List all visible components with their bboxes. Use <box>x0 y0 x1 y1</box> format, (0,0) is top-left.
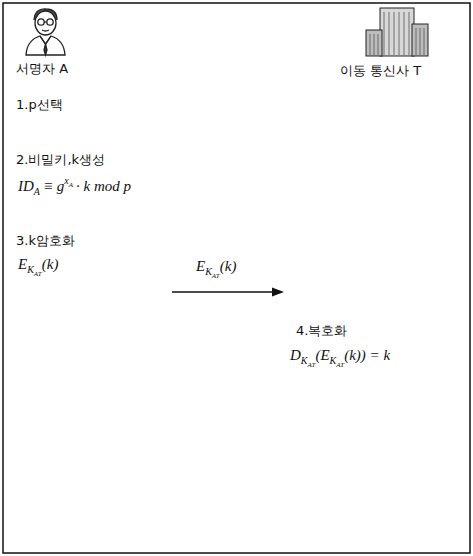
person-head <box>35 11 56 35</box>
building-wing <box>412 24 428 56</box>
math-text: ID <box>18 179 34 194</box>
math-text: K <box>330 356 337 366</box>
building-tower <box>380 8 414 56</box>
step-label: 4.복호화 <box>296 322 347 338</box>
math-text: A <box>34 187 40 197</box>
person-glasses <box>38 19 44 25</box>
formula-line: EKAT(k) <box>18 256 58 278</box>
math-text: (E <box>315 348 329 363</box>
building-icon <box>366 8 428 56</box>
math-text: AT <box>308 362 316 369</box>
math-text: E <box>18 257 27 272</box>
panel-frame <box>3 3 470 553</box>
math-text: x <box>64 176 68 186</box>
arrow-head <box>272 288 284 297</box>
formula-line: DKAT(EKAT(k)) = k <box>290 347 390 369</box>
step-label: 2.비밀키,k생성 <box>16 151 105 167</box>
person-mouth <box>42 30 49 31</box>
math-text: K <box>205 267 212 277</box>
person-suit <box>26 36 65 55</box>
math-text: AT <box>212 273 220 280</box>
person-icon <box>26 9 65 55</box>
arrow-shaft <box>172 291 276 292</box>
building-windows <box>370 12 424 55</box>
label-text: 서명자 A <box>16 62 68 75</box>
label-text: 1.p선택 <box>16 98 63 111</box>
math-text: A <box>69 182 73 189</box>
label-text: 이동 통신사 T <box>340 64 421 77</box>
math-text: (k)) = k <box>344 348 390 363</box>
math-text: (k) <box>42 257 59 272</box>
arrow-label: EKAT(k) <box>196 258 236 280</box>
math-text: ≡ g <box>43 179 64 194</box>
label-text: 4.복호화 <box>296 324 347 337</box>
math-text: AT <box>34 271 42 278</box>
formula-line: IDA≡ gxA· k mod p <box>18 176 131 197</box>
math-text: AT <box>336 362 344 369</box>
participant-label: 이동 통신사 T <box>340 62 421 78</box>
person-tie <box>44 44 47 55</box>
math-text: · k mod p <box>76 179 131 194</box>
math-text: E <box>196 259 205 274</box>
step-label: 3.k암호화 <box>16 232 75 248</box>
person-glasses <box>47 19 53 25</box>
math-text: K <box>27 265 34 275</box>
math-text: K <box>301 356 308 366</box>
person-glasses-bridge <box>44 21 47 22</box>
label-text: 3.k암호화 <box>16 234 75 247</box>
math-text: (k) <box>220 259 237 274</box>
step-label: 1.p선택 <box>16 96 63 112</box>
participant-label: 서명자 A <box>16 60 68 76</box>
building-wing <box>366 30 382 56</box>
label-text: 2.비밀키,k생성 <box>16 153 105 166</box>
message-arrow <box>172 288 284 297</box>
math-text: D <box>290 348 301 363</box>
person-collar <box>40 36 51 44</box>
